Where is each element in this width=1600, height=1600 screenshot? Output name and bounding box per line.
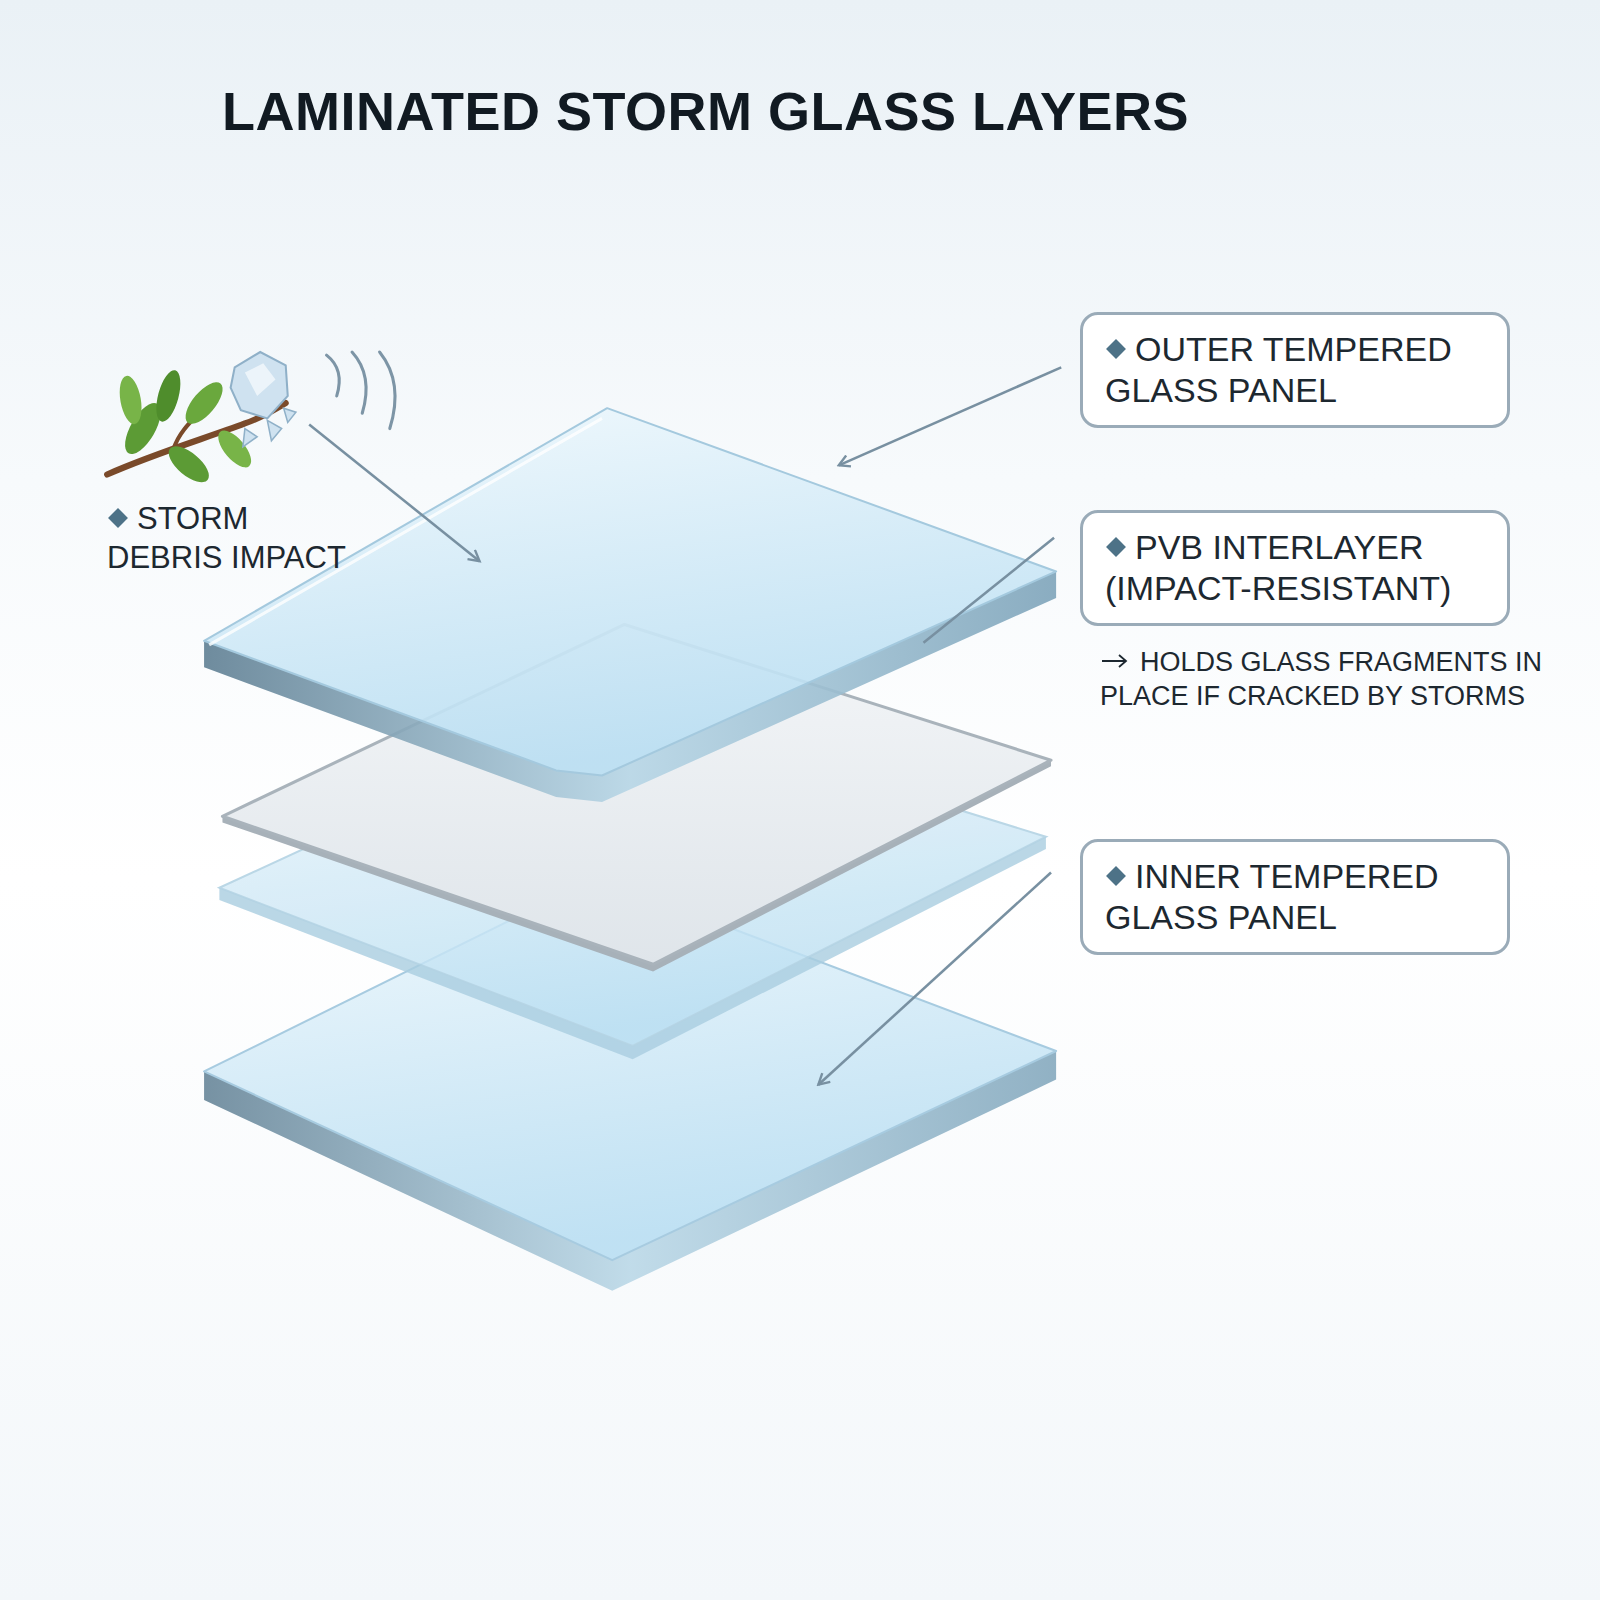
- callout-text-block: OUTER TEMPERED GLASS PANEL: [1105, 329, 1485, 411]
- annotation-block: HOLDS GLASS FRAGMENTS IN PLACE IF CRACKE…: [1100, 646, 1570, 714]
- callout-text-block: INNER TEMPERED GLASS PANEL: [1105, 856, 1485, 938]
- leader-line: [923, 538, 1054, 643]
- bullet-diamond: [1105, 865, 1127, 887]
- callout-label: INNER TEMPERED GLASS PANEL: [1105, 857, 1439, 936]
- callout-box: OUTER TEMPERED GLASS PANEL: [1080, 312, 1510, 428]
- bullet-diamond: [107, 507, 129, 529]
- outer-glass-panel: [204, 408, 1056, 802]
- note-text: HOLDS GLASS FRAGMENTS IN PLACE IF CRACKE…: [1100, 647, 1542, 711]
- callout-box: PVB INTERLAYER (IMPACT-RESISTANT): [1080, 510, 1510, 626]
- annotation-block: STORM DEBRIS IMPACT: [107, 500, 365, 578]
- arrow-symbol: [1100, 651, 1130, 671]
- callout-label: PVB INTERLAYER (IMPACT-RESISTANT): [1105, 528, 1451, 607]
- leader-line: [839, 367, 1061, 465]
- leader-lines: [309, 367, 1061, 1084]
- bullet-diamond: [1105, 536, 1127, 558]
- impact-label: STORM DEBRIS IMPACT: [107, 501, 346, 575]
- diagram-title: LAMINATED STORM GLASS LAYERS: [222, 80, 1189, 142]
- callout-label: OUTER TEMPERED GLASS PANEL: [1105, 330, 1452, 409]
- leader-line: [818, 872, 1051, 1084]
- bullet-diamond: [1105, 338, 1127, 360]
- callout-box: INNER TEMPERED GLASS PANEL: [1080, 839, 1510, 955]
- callout-text-block: PVB INTERLAYER (IMPACT-RESISTANT): [1105, 527, 1485, 609]
- storm-debris-icon: [107, 352, 395, 489]
